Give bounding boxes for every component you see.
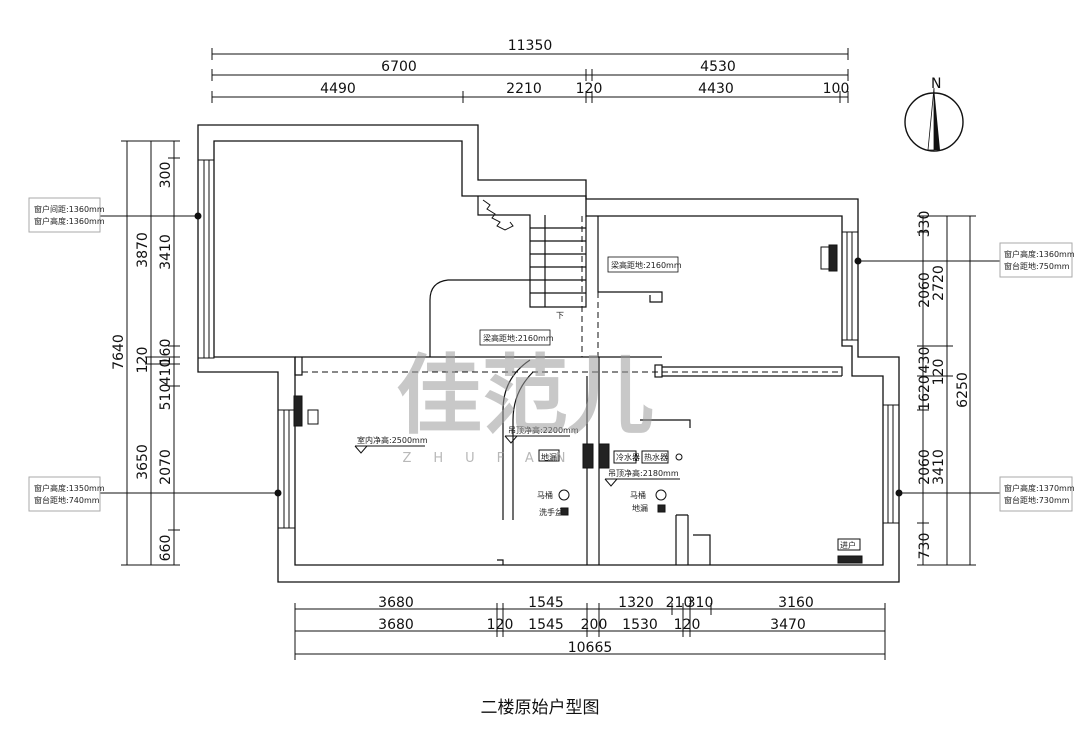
fixture-basin: 洗手盆 <box>539 507 563 517</box>
window-callouts <box>100 212 1000 497</box>
beam-label-1: 梁高距地:2160mm <box>611 260 682 270</box>
bottom-dim-2-7: 3470 <box>770 617 806 633</box>
note-right-bottom-2: 窗台距地:730mm <box>1004 495 1070 505</box>
right-dim-inner-6: 730 <box>917 533 933 560</box>
note-right-top-2: 窗台距地:750mm <box>1004 261 1070 271</box>
left-dim-outer: 7640 <box>111 334 127 370</box>
bottom-dim-2-4: 200 <box>581 617 608 633</box>
bottom-dim-2-1: 3680 <box>378 617 414 633</box>
right-dim-mid-3: 3410 <box>931 449 947 485</box>
beam-lines <box>302 216 842 373</box>
watermark-logo: 佳范儿 <box>396 346 654 446</box>
top-dim-2-1: 6700 <box>381 59 417 75</box>
left-dim-inner-2: 3410 <box>158 234 174 270</box>
ceiling-height-label-2: 吊顶净高:2180mm <box>608 468 679 478</box>
fixture-cold-water: 冷水器 <box>616 452 640 462</box>
bottom-dim-3-1: 10665 <box>568 640 613 656</box>
right-dim-mid-1: 2720 <box>931 265 947 301</box>
right-dim-inner-4: 1620 <box>917 375 933 411</box>
right-dim-mid-2: 120 <box>931 359 947 386</box>
top-dim-3-1: 4490 <box>320 81 356 97</box>
note-left-bottom-1: 窗户高度:1350mm <box>34 483 105 493</box>
top-dim-3-4: 4430 <box>698 81 734 97</box>
right-dim-inner-2: 2060 <box>917 272 933 308</box>
bottom-dim-1-5: 310 <box>687 595 714 611</box>
bottom-dim-1-2: 1545 <box>528 595 564 611</box>
stair-down-label: 下 <box>556 311 564 320</box>
ceiling-height-label-1: 吊顶净高:2200mm <box>508 425 579 435</box>
bottom-dimensions <box>294 603 886 660</box>
watermark-sub: ZHUFAN <box>402 451 587 466</box>
room-height-label: 室内净高:2500mm <box>357 435 428 445</box>
top-dim-total: 11350 <box>508 38 553 54</box>
right-dim-inner-5: 2060 <box>917 449 933 485</box>
note-right-top-1: 窗户高度:1360mm <box>1004 249 1075 259</box>
fixture-drain-1: 地漏 <box>541 452 557 462</box>
level-markers <box>354 435 680 487</box>
fixture-entry: 进户 <box>840 540 856 550</box>
right-dim-inner-3: 430 <box>917 347 933 374</box>
right-dim-inner-1: 330 <box>917 211 933 238</box>
left-dim-mid-2: 120 <box>135 347 151 374</box>
fixture-drain-2: 地漏 <box>632 503 648 513</box>
fixture-toilet-1: 马桶 <box>537 490 553 500</box>
fixture-water-heater: 热水器 <box>644 452 668 462</box>
window-note-boxes <box>28 197 1073 512</box>
bottom-dim-1-3: 1320 <box>618 595 654 611</box>
left-dim-inner-5: 510 <box>158 384 174 411</box>
note-left-top-2: 窗户高度:1360mm <box>34 216 105 226</box>
beam-label-2: 梁高距地:2160mm <box>483 333 554 343</box>
fixture-symbols <box>293 244 863 564</box>
note-right-bottom-1: 窗户高度:1370mm <box>1004 483 1075 493</box>
top-dim-2-2: 4530 <box>700 59 736 75</box>
left-dim-inner-4: 410 <box>158 359 174 386</box>
note-left-bottom-2: 窗台距地:740mm <box>34 495 100 505</box>
top-dim-3-2: 2210 <box>506 81 542 97</box>
bottom-dim-2-6: 120 <box>674 617 701 633</box>
left-dim-inner-1: 300 <box>158 162 174 189</box>
compass-label: N <box>931 76 941 92</box>
left-dim-inner-3: 160 <box>158 339 174 366</box>
left-dim-inner-7: 660 <box>158 535 174 562</box>
bottom-dim-2-3: 1545 <box>528 617 564 633</box>
interior-walls <box>294 196 843 565</box>
left-dim-mid-3: 3650 <box>135 444 151 480</box>
right-dimensions <box>917 215 976 566</box>
bottom-dim-1-4: 210 <box>666 595 693 611</box>
right-dim-outer: 6250 <box>955 372 971 408</box>
compass-icon <box>904 87 964 152</box>
fixture-toilet-2: 马桶 <box>630 490 646 500</box>
bottom-dim-1-6: 3160 <box>778 595 814 611</box>
windows <box>197 159 900 529</box>
left-dimensions <box>121 140 180 566</box>
bottom-dim-1-1: 3680 <box>378 595 414 611</box>
top-dim-3-3: 120 <box>576 81 603 97</box>
top-dimensions <box>211 48 849 103</box>
bottom-dim-2-5: 1530 <box>622 617 658 633</box>
left-dim-inner-6: 2070 <box>158 449 174 485</box>
note-left-top-1: 窗户间距:1360mm <box>34 204 105 214</box>
bottom-dim-2-2: 120 <box>487 617 514 633</box>
left-dim-mid-1: 3870 <box>135 232 151 268</box>
plan-caption: 二楼原始户型图 <box>480 698 600 718</box>
top-dim-3-5: 100 <box>823 81 850 97</box>
